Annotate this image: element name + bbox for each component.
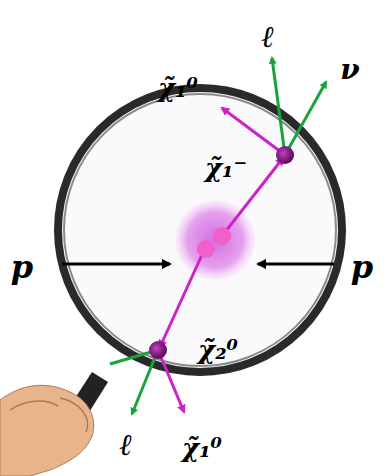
lepton-label: ℓ — [120, 428, 133, 461]
lepton-label: ℓ — [262, 20, 275, 53]
neutralino-label: χ̃₁⁰ — [182, 434, 222, 463]
proton-label: p — [11, 250, 33, 285]
neutralino-label: χ̃₂⁰ — [198, 336, 238, 365]
chargino-label: χ̃₁⁻ — [205, 154, 247, 183]
neutrino-label: ν — [340, 55, 359, 86]
proton-label: p — [351, 250, 373, 285]
neutralino-label: χ̃₁⁰ — [158, 74, 198, 103]
